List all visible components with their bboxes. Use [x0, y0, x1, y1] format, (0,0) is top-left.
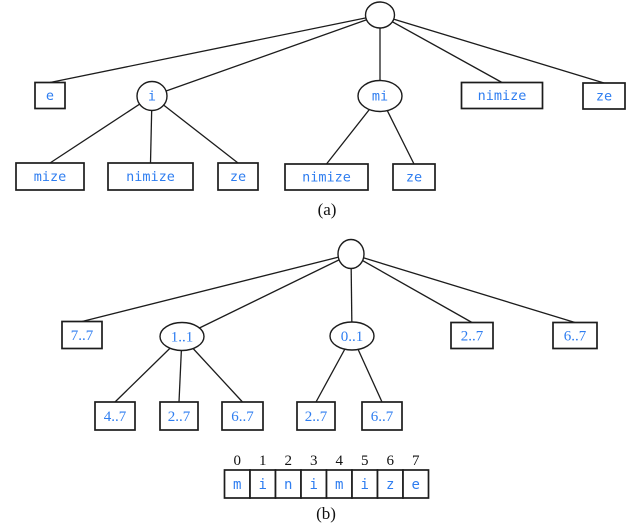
array-index: 2 — [285, 453, 293, 469]
tree-node-ze — [217, 162, 259, 191]
tree-node-root — [364, 1, 396, 29]
tree-a-nodes: e i mi nimize ze mize nimize ze nimize ze — [15, 1, 626, 191]
array-index: 7 — [412, 453, 420, 469]
tree-node-label: mize — [34, 169, 67, 185]
caption-a: (a) — [318, 200, 337, 219]
tree-node-6..7 — [361, 401, 403, 431]
array-cell — [402, 469, 430, 499]
array-cell-letter: i — [361, 477, 369, 493]
tree-node-nimize — [460, 81, 544, 110]
tree-node-1..1 — [159, 321, 205, 352]
array-cell-letter: i — [310, 477, 318, 493]
tree-node-label: mi — [372, 89, 388, 105]
tree-node-4..7 — [94, 401, 136, 431]
array-index: 4 — [336, 453, 344, 469]
tree-node-label: 6..7 — [564, 329, 587, 345]
tree-node-7..7 — [61, 320, 103, 350]
tree-node-label: ze — [230, 169, 246, 185]
array-cell-letter: i — [259, 477, 267, 493]
tree-node-label: 2..7 — [305, 409, 328, 425]
tree-node-label: ze — [596, 89, 612, 105]
array-cell — [223, 469, 251, 499]
tree-edge — [350, 253, 473, 324]
tree-node-ze — [582, 82, 626, 110]
tree-node-label: 1..1 — [171, 330, 194, 346]
tree-b-edges — [81, 253, 576, 403]
array-cell-letter: e — [412, 477, 420, 493]
tree-edge — [350, 253, 576, 324]
array-index: 1 — [259, 453, 267, 469]
tree-node-nimize — [284, 163, 369, 191]
tree-node-label: e — [46, 88, 54, 104]
tree-node-label: nimize — [478, 88, 527, 104]
tree-node-label: 6..7 — [371, 409, 394, 425]
array-cell-letter: z — [386, 477, 394, 493]
tree-node-label: 6..7 — [231, 409, 254, 425]
tree-node-label: i — [148, 89, 156, 105]
tree-edge — [379, 14, 503, 84]
array-cell-letter: m — [335, 477, 343, 493]
array-cell — [249, 469, 277, 499]
tree-edge — [379, 14, 605, 84]
suffix-tree-a: e i mi nimize ze mize nimize ze nimize ze (a) — [15, 1, 626, 219]
tree-node-label: 4..7 — [104, 409, 127, 425]
array-index: 6 — [387, 453, 395, 469]
tree-node-mize — [15, 162, 85, 191]
tree-node-label: nimize — [126, 169, 175, 185]
array-cell — [300, 469, 328, 499]
tree-node-2..7 — [450, 321, 494, 350]
suffix-tree-b: 7..7 1..1 0..1 2..7 6..7 4..7 2..7 6..7 2..7 6..7… — [61, 238, 598, 523]
array-index: 5 — [361, 453, 369, 469]
tree-node-root — [337, 238, 365, 270]
tree-node-label: 7..7 — [71, 328, 94, 344]
tree-node-label: 2..7 — [168, 409, 191, 425]
array-index: 0 — [234, 453, 242, 469]
array-cell-letter: m — [233, 477, 241, 493]
tree-edge — [81, 253, 352, 323]
tree-edge — [49, 95, 153, 164]
array-cell-letter: n — [284, 477, 292, 493]
tree-edge — [151, 14, 381, 97]
tree-b-nodes: 7..7 1..1 0..1 2..7 6..7 4..7 2..7 6..7 2..7 6..7 — [61, 238, 598, 431]
caption-b: (b) — [316, 504, 336, 523]
tree-edge — [151, 95, 239, 164]
array-cell — [325, 469, 353, 499]
array-index: 3 — [310, 453, 318, 469]
tree-node-i — [136, 80, 168, 112]
tree-node-6..7 — [221, 401, 264, 431]
minimize-array: 0 m 1 i 2 n 3 i 4 m 5 i 6 z 7 e — [223, 453, 430, 499]
tree-node-2..7 — [296, 401, 336, 431]
tree-node-label: 0..1 — [341, 329, 364, 345]
tree-edge — [181, 253, 352, 338]
tree-node-mi — [357, 79, 403, 113]
tree-node-ze — [392, 163, 436, 191]
tree-node-6..7 — [552, 321, 598, 350]
tree-node-0..1 — [329, 321, 375, 351]
tree-node-label: 2..7 — [461, 329, 484, 345]
tree-a-edges — [49, 14, 605, 165]
tree-node-label: nimize — [302, 170, 351, 186]
tree-edge — [49, 14, 381, 84]
tree-node-2..7 — [159, 401, 199, 431]
tree-node-label: ze — [406, 170, 422, 186]
tree-node-nimize — [107, 162, 194, 191]
tree-node-e — [34, 81, 66, 110]
